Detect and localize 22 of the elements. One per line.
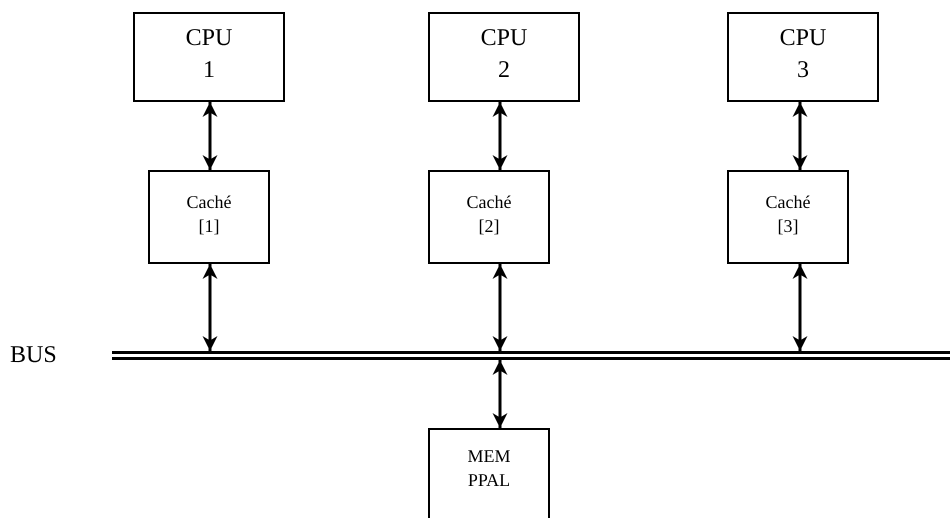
box-label: CPU 1	[186, 25, 232, 84]
double-arrow	[202, 264, 218, 351]
double-arrow	[492, 360, 508, 428]
component-box	[428, 170, 550, 264]
component-box	[133, 12, 285, 102]
double-arrow	[202, 102, 218, 170]
double-arrow	[492, 264, 508, 351]
component-box	[148, 170, 270, 264]
box-label: CPU 2	[480, 25, 528, 84]
double-arrow	[792, 102, 808, 170]
double-arrow	[492, 102, 508, 170]
box-label: Caché [2]	[466, 192, 512, 236]
component-box	[727, 170, 849, 264]
component-box	[428, 428, 550, 518]
component-box	[727, 12, 879, 102]
component-box	[428, 12, 580, 102]
box-label: Caché [3]	[766, 192, 810, 236]
box-label: Caché [1]	[186, 192, 232, 236]
box-label: MEM PPAL	[467, 446, 510, 490]
box-label: CPU 3	[780, 25, 826, 84]
double-arrow	[792, 264, 808, 351]
bus-label: BUS	[10, 342, 58, 368]
